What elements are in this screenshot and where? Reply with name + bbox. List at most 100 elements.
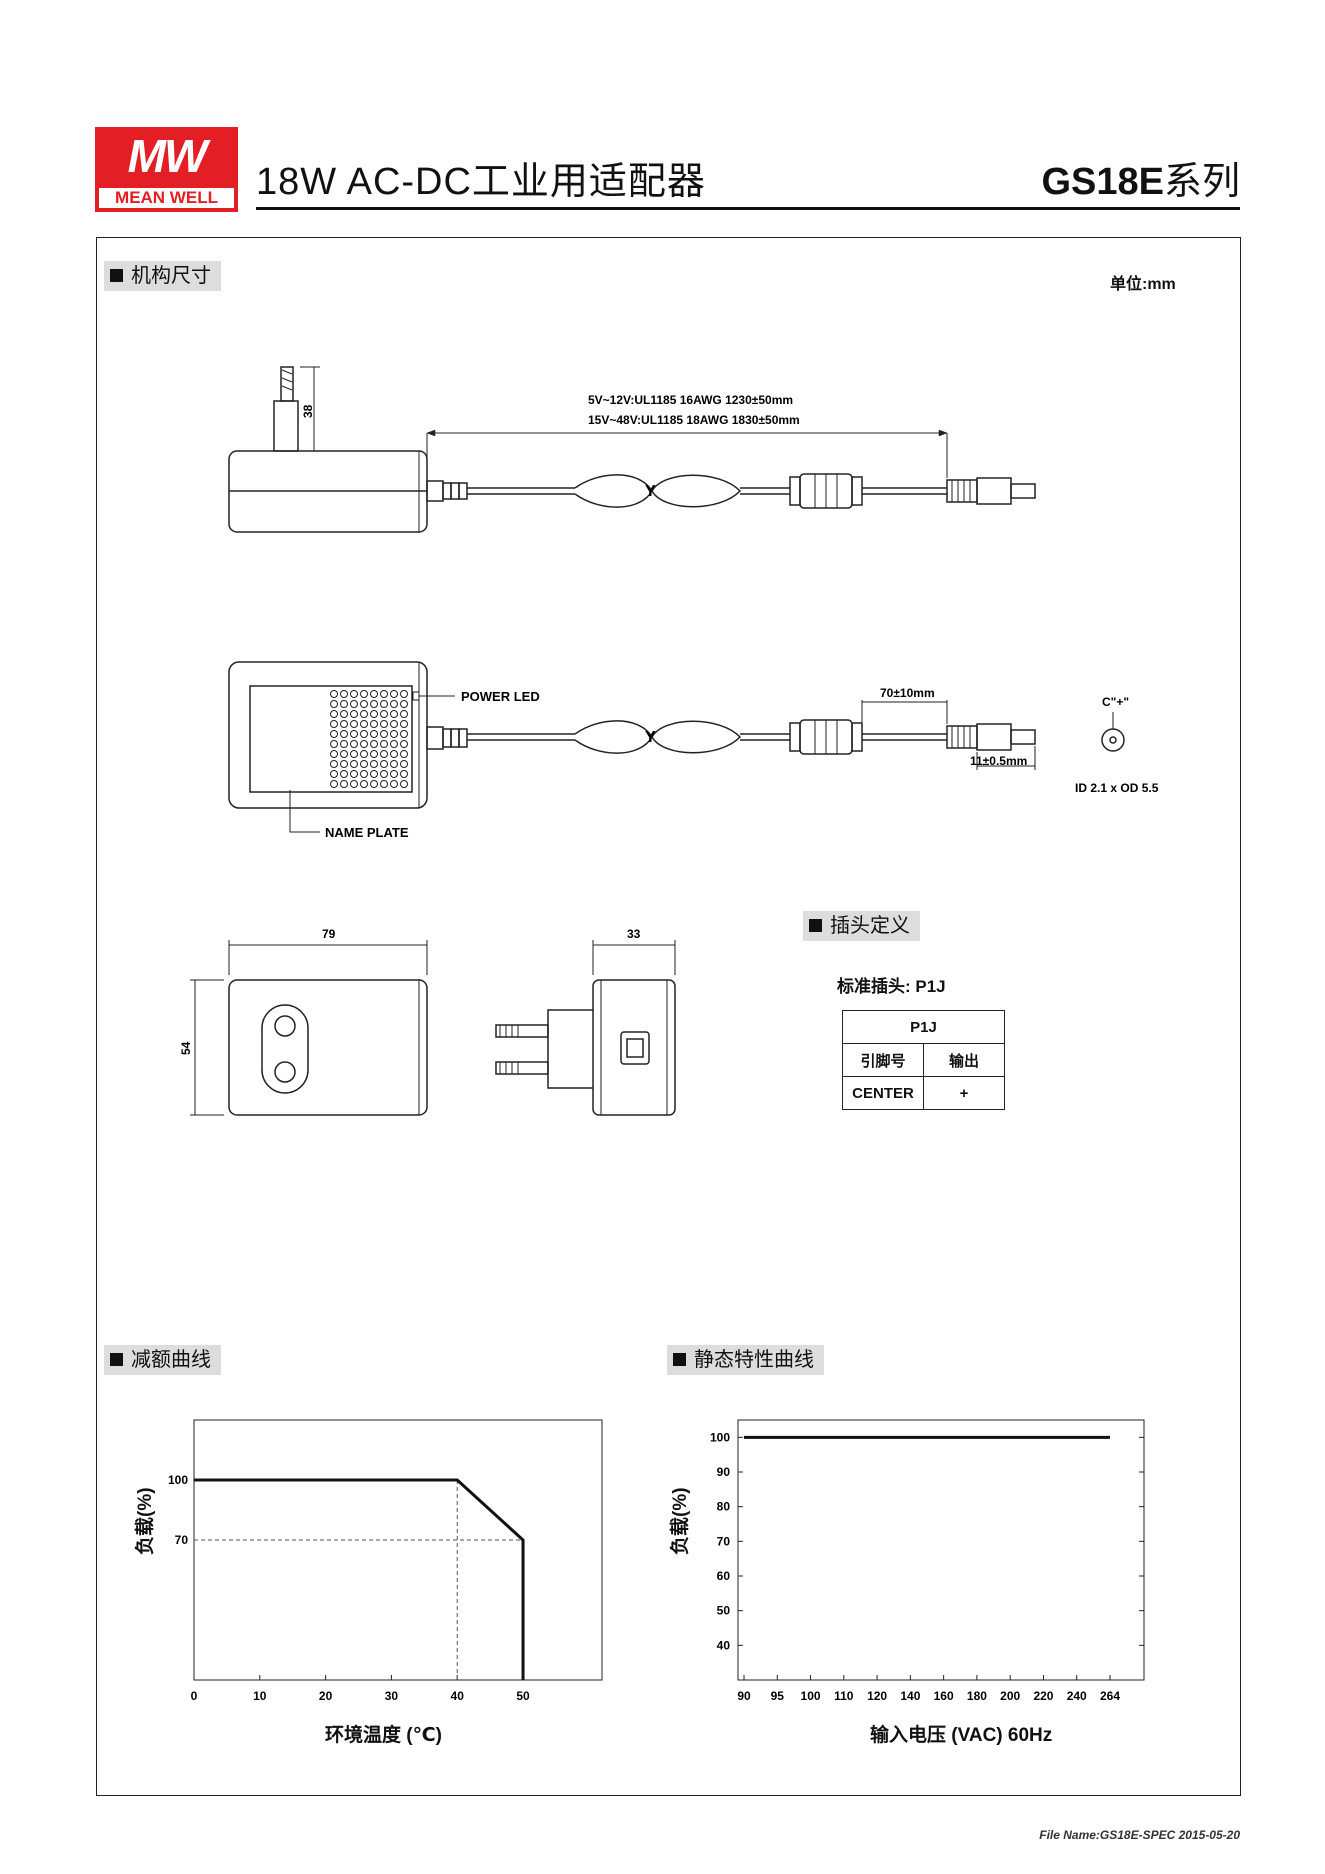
vent-hole [360, 710, 368, 718]
y-tick-label: 60 [717, 1569, 731, 1583]
vent-hole [340, 730, 348, 738]
section-mechanical-label: 机构尺寸 [131, 265, 211, 287]
vent-hole [370, 760, 378, 768]
vent-hole [360, 770, 368, 778]
power-led-label: POWER LED [461, 689, 540, 704]
x-tick-label: 10 [253, 1689, 267, 1703]
bullet-square [110, 269, 123, 282]
plug-table-title: P1J [842, 1010, 1005, 1044]
cable-spec-1: 5V~12V:UL1185 16AWG 1230±50mm [588, 393, 793, 407]
vent-hole [350, 760, 358, 768]
vent-hole [330, 750, 338, 758]
vent-hole [370, 770, 378, 778]
x-tick-label: 120 [867, 1689, 887, 1703]
static-plot-frame [737, 1419, 1145, 1681]
vent-hole [380, 770, 388, 778]
vent-hole [400, 700, 408, 708]
dim-11: 11±0.5mm [970, 754, 1027, 768]
section-mechanical: 机构尺寸 [104, 261, 221, 291]
vent-hole [350, 750, 358, 758]
x-tick-label: 100 [801, 1689, 821, 1703]
dim-38: 38 [301, 404, 315, 418]
vent-hole [350, 730, 358, 738]
section-plug-definition: 插头定义 [803, 911, 920, 941]
vent-hole [330, 700, 338, 708]
y-tick-label: 100 [710, 1430, 730, 1444]
vent-hole [360, 720, 368, 728]
vent-hole [340, 760, 348, 768]
derating-ylabel: 负载(%) [135, 1487, 156, 1555]
vent-hole [340, 690, 348, 698]
y-marker-top: Y [645, 483, 656, 500]
vent-hole [370, 750, 378, 758]
vent-hole [350, 690, 358, 698]
vent-hole [380, 710, 388, 718]
power-led [412, 691, 420, 701]
vent-hole [360, 750, 368, 758]
vent-hole [370, 720, 378, 728]
vent-hole [350, 700, 358, 708]
vent-hole [390, 710, 398, 718]
vent-hole [350, 770, 358, 778]
vent-hole [360, 690, 368, 698]
file-name-footer: File Name:GS18E-SPEC 2015-05-20 [1039, 1828, 1240, 1842]
derating-plot-frame [193, 1419, 603, 1681]
vent-hole [330, 740, 338, 748]
plug-table: P1J 引脚号输出 CENTER+ [842, 1010, 1005, 1110]
cable-spec-2: 15V~48V:UL1185 18AWG 1830±50mm [588, 413, 800, 427]
row-output: + [923, 1076, 1005, 1110]
vent-hole [380, 760, 388, 768]
vent-hole [390, 750, 398, 758]
vent-hole [400, 760, 408, 768]
vent-hole [390, 720, 398, 728]
vent-hole [400, 690, 408, 698]
section-derating: 减额曲线 [104, 1345, 221, 1375]
vent-hole [390, 740, 398, 748]
vent-hole [330, 770, 338, 778]
vent-hole [340, 740, 348, 748]
y-tick-label: 70 [175, 1533, 189, 1547]
x-tick-label: 180 [967, 1689, 987, 1703]
y-tick-label: 80 [717, 1500, 731, 1514]
vent-hole [380, 690, 388, 698]
vent-hole [390, 760, 398, 768]
vent-hole [390, 690, 398, 698]
vent-hole [330, 780, 338, 788]
vent-hole [380, 720, 388, 728]
section-static: 静态特性曲线 [667, 1345, 824, 1375]
series-title: GS18E系列 [1041, 160, 1240, 204]
mechanical-drawing: 38 5V~12V:UL1185 16AWG 1230±50mm 15V~48V… [179, 366, 1159, 1116]
y-tick-label: 100 [168, 1473, 188, 1487]
vent-hole [380, 740, 388, 748]
x-tick-label: 160 [934, 1689, 954, 1703]
vent-hole [350, 740, 358, 748]
vent-hole [330, 730, 338, 738]
mean-well-logo: MW MEAN WELL [95, 127, 238, 212]
adapter-body-side [592, 979, 676, 1116]
name-plate-label: NAME PLATE [325, 825, 409, 840]
vent-hole [400, 710, 408, 718]
x-tick-label: 20 [319, 1689, 333, 1703]
x-tick-label: 264 [1100, 1689, 1120, 1703]
y-tick-label: 70 [717, 1534, 731, 1548]
vent-hole [340, 770, 348, 778]
x-tick-label: 200 [1000, 1689, 1020, 1703]
x-tick-label: 95 [771, 1689, 785, 1703]
vent-hole [340, 780, 348, 788]
vent-hole [370, 780, 378, 788]
dim-70: 70±10mm [880, 686, 935, 700]
x-tick-label: 50 [516, 1689, 530, 1703]
header-rule [256, 207, 1240, 210]
vent-hole [400, 720, 408, 728]
static-xlabel: 输入电压 (VAC) 60Hz [870, 1725, 1053, 1746]
vent-grid [330, 690, 408, 788]
dim-79: 79 [322, 927, 336, 941]
x-tick-label: 110 [834, 1689, 854, 1703]
vent-hole [390, 700, 398, 708]
vent-hole [390, 770, 398, 778]
dim-54: 54 [179, 1041, 193, 1055]
vent-hole [360, 760, 368, 768]
adapter-body-bottom [228, 979, 428, 1116]
logo-mark: MW [127, 130, 208, 182]
